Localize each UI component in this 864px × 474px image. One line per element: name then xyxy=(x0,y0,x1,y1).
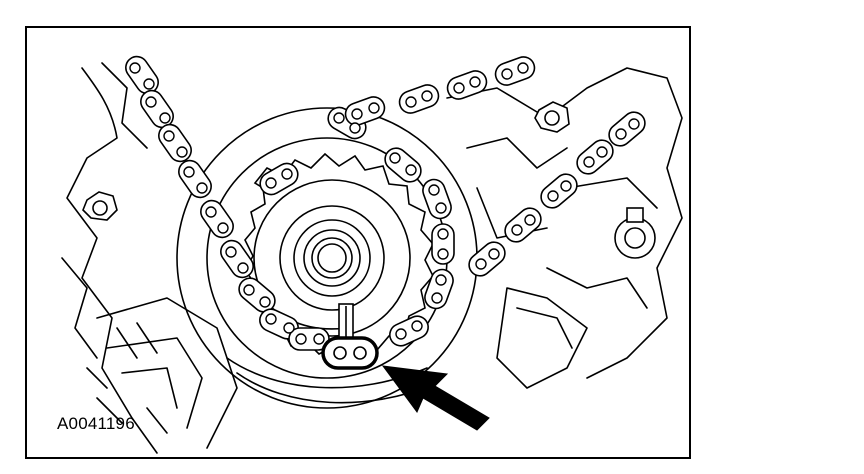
engine-timing-diagram xyxy=(61,55,683,454)
block-outline-left-inner xyxy=(61,62,148,359)
figure-id-label: A0041196 xyxy=(57,414,135,433)
cover-flange xyxy=(96,297,238,449)
wrench-socket-icon xyxy=(614,207,656,259)
block-outline-right-inner xyxy=(466,137,658,309)
arrow-icon xyxy=(381,365,490,431)
right-bracket xyxy=(496,287,588,389)
colored-timing-link xyxy=(321,336,379,370)
chain-pins xyxy=(129,62,640,345)
cover-hatch xyxy=(86,322,168,434)
block-outline-left xyxy=(66,67,158,454)
bolt-icon xyxy=(82,191,118,221)
diagram-frame: A0041196 xyxy=(25,26,691,459)
bolt-icon xyxy=(534,101,570,133)
